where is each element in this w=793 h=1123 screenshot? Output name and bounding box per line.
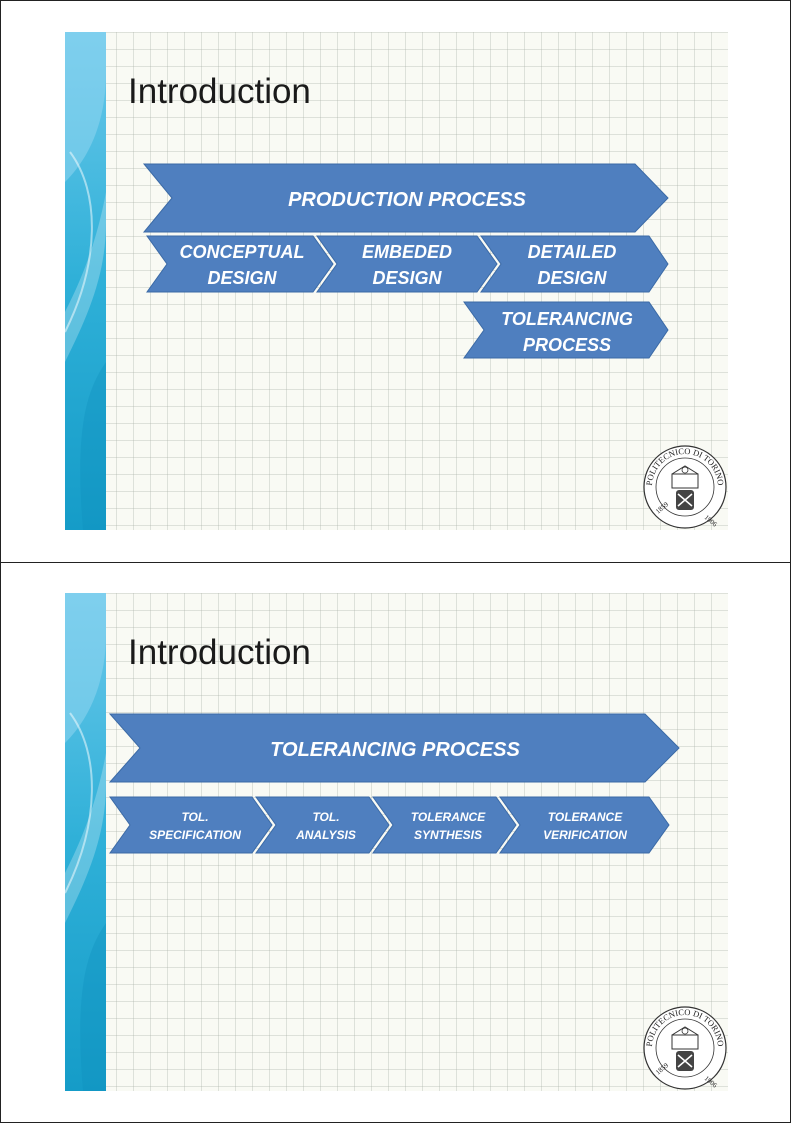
slide-title: Introduction (128, 72, 311, 111)
step-label-line2: SPECIFICATION (149, 828, 241, 842)
production-process-arrow: PRODUCTION PROCESS (142, 163, 669, 233)
step-label-line1: TOL. (312, 810, 339, 824)
arrow-label: TOLERANCING PROCESS (270, 739, 520, 761)
step-label-line2: VERIFICATION (543, 828, 627, 842)
slide-2: Introduction TOLERANCING PROCESS TOL. SP… (65, 593, 728, 1091)
step-arrow-tolerance-synthesis: TOLERANCE SYNTHESIS (372, 796, 517, 854)
step-label-line1: CONCEPTUAL (180, 242, 305, 262)
slide-title: Introduction (128, 633, 311, 672)
politecnico-seal-logo: POLITECNICO DI TORINO 1859 1906 (643, 445, 727, 529)
step-label-line2: PROCESS (523, 335, 611, 355)
step-label-line1: TOLERANCING (501, 309, 633, 329)
politecnico-seal-logo: POLITECNICO DI TORINO 1859 1906 (643, 1006, 727, 1090)
step-arrow-conceptual-design: CONCEPTUAL DESIGN (146, 235, 334, 293)
svg-text:1906: 1906 (703, 1074, 719, 1089)
step-label-line2: DESIGN (207, 268, 277, 288)
arrow-label: PRODUCTION PROCESS (288, 189, 526, 211)
svg-text:1906: 1906 (703, 513, 719, 528)
step-label-line1: TOL. (181, 810, 208, 824)
process-diagram: TOLERANCING PROCESS TOL. SPECIFICATION T… (108, 713, 680, 854)
step-label-line2: SYNTHESIS (414, 828, 482, 842)
decorative-side-band (65, 593, 106, 1091)
step-label-line2: ANALYSIS (295, 828, 356, 842)
step-label-line1: DETAILED (528, 242, 617, 262)
tolerancing-process-arrow: TOLERANCING PROCESS (463, 301, 669, 359)
step-arrow-tolerance-verification: TOLERANCE VERIFICATION (499, 796, 670, 854)
step-arrow-tol-analysis: TOL. ANALYSIS (255, 796, 390, 854)
step-arrow-embeded-design: EMBEDED DESIGN (316, 235, 498, 293)
process-diagram: PRODUCTION PROCESS CONCEPTUAL DESIGN EMB… (142, 163, 669, 359)
step-label-line2: DESIGN (537, 268, 607, 288)
slide-1: Introduction PRODUCTION PROCESS CONCEPTU… (65, 32, 728, 530)
step-label-line1: TOLERANCE (548, 810, 623, 824)
step-label-line2: DESIGN (372, 268, 442, 288)
tolerancing-process-arrow: TOLERANCING PROCESS (108, 713, 680, 783)
step-label-line1: TOLERANCE (411, 810, 486, 824)
decorative-side-band (65, 32, 106, 530)
step-arrow-tol-specification: TOL. SPECIFICATION (109, 796, 273, 854)
step-label-line1: EMBEDED (362, 242, 452, 262)
step-arrow-detailed-design: DETAILED DESIGN (480, 235, 669, 293)
